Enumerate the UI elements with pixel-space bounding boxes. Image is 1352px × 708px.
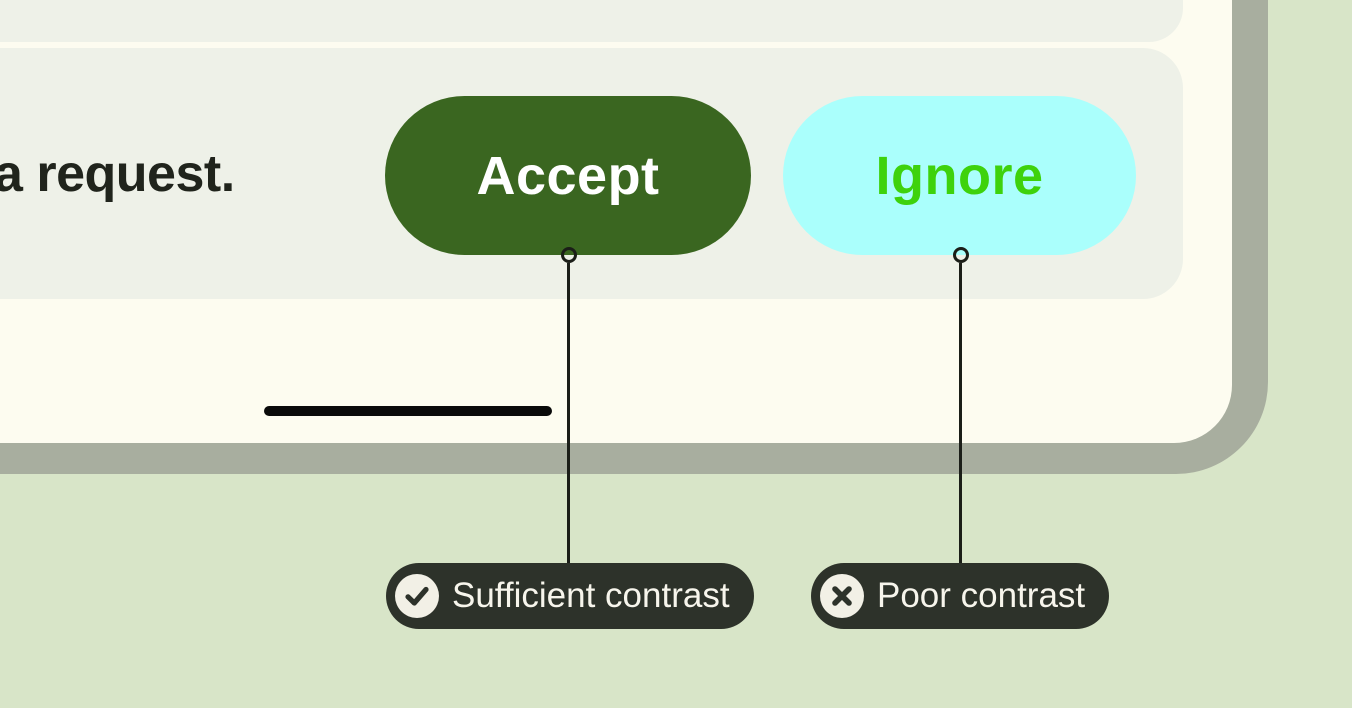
message-text: a request. [0, 144, 235, 203]
gesture-handle-bar[interactable] [264, 406, 552, 416]
callout-line-accept [567, 263, 570, 563]
callout-anchor-circle-ignore [953, 247, 969, 263]
callout-sufficient-contrast: Sufficient contrast [386, 563, 754, 629]
x-icon [820, 574, 864, 618]
callout-label: Sufficient contrast [452, 576, 730, 615]
ignore-button[interactable]: Ignore [783, 96, 1136, 255]
callout-label: Poor contrast [877, 576, 1086, 615]
accept-button[interactable]: Accept [385, 96, 751, 255]
callout-anchor-circle-accept [561, 247, 577, 263]
check-icon [395, 574, 439, 618]
callout-poor-contrast: Poor contrast [811, 563, 1110, 629]
callout-line-ignore [959, 263, 962, 563]
top-panel [0, 0, 1183, 42]
